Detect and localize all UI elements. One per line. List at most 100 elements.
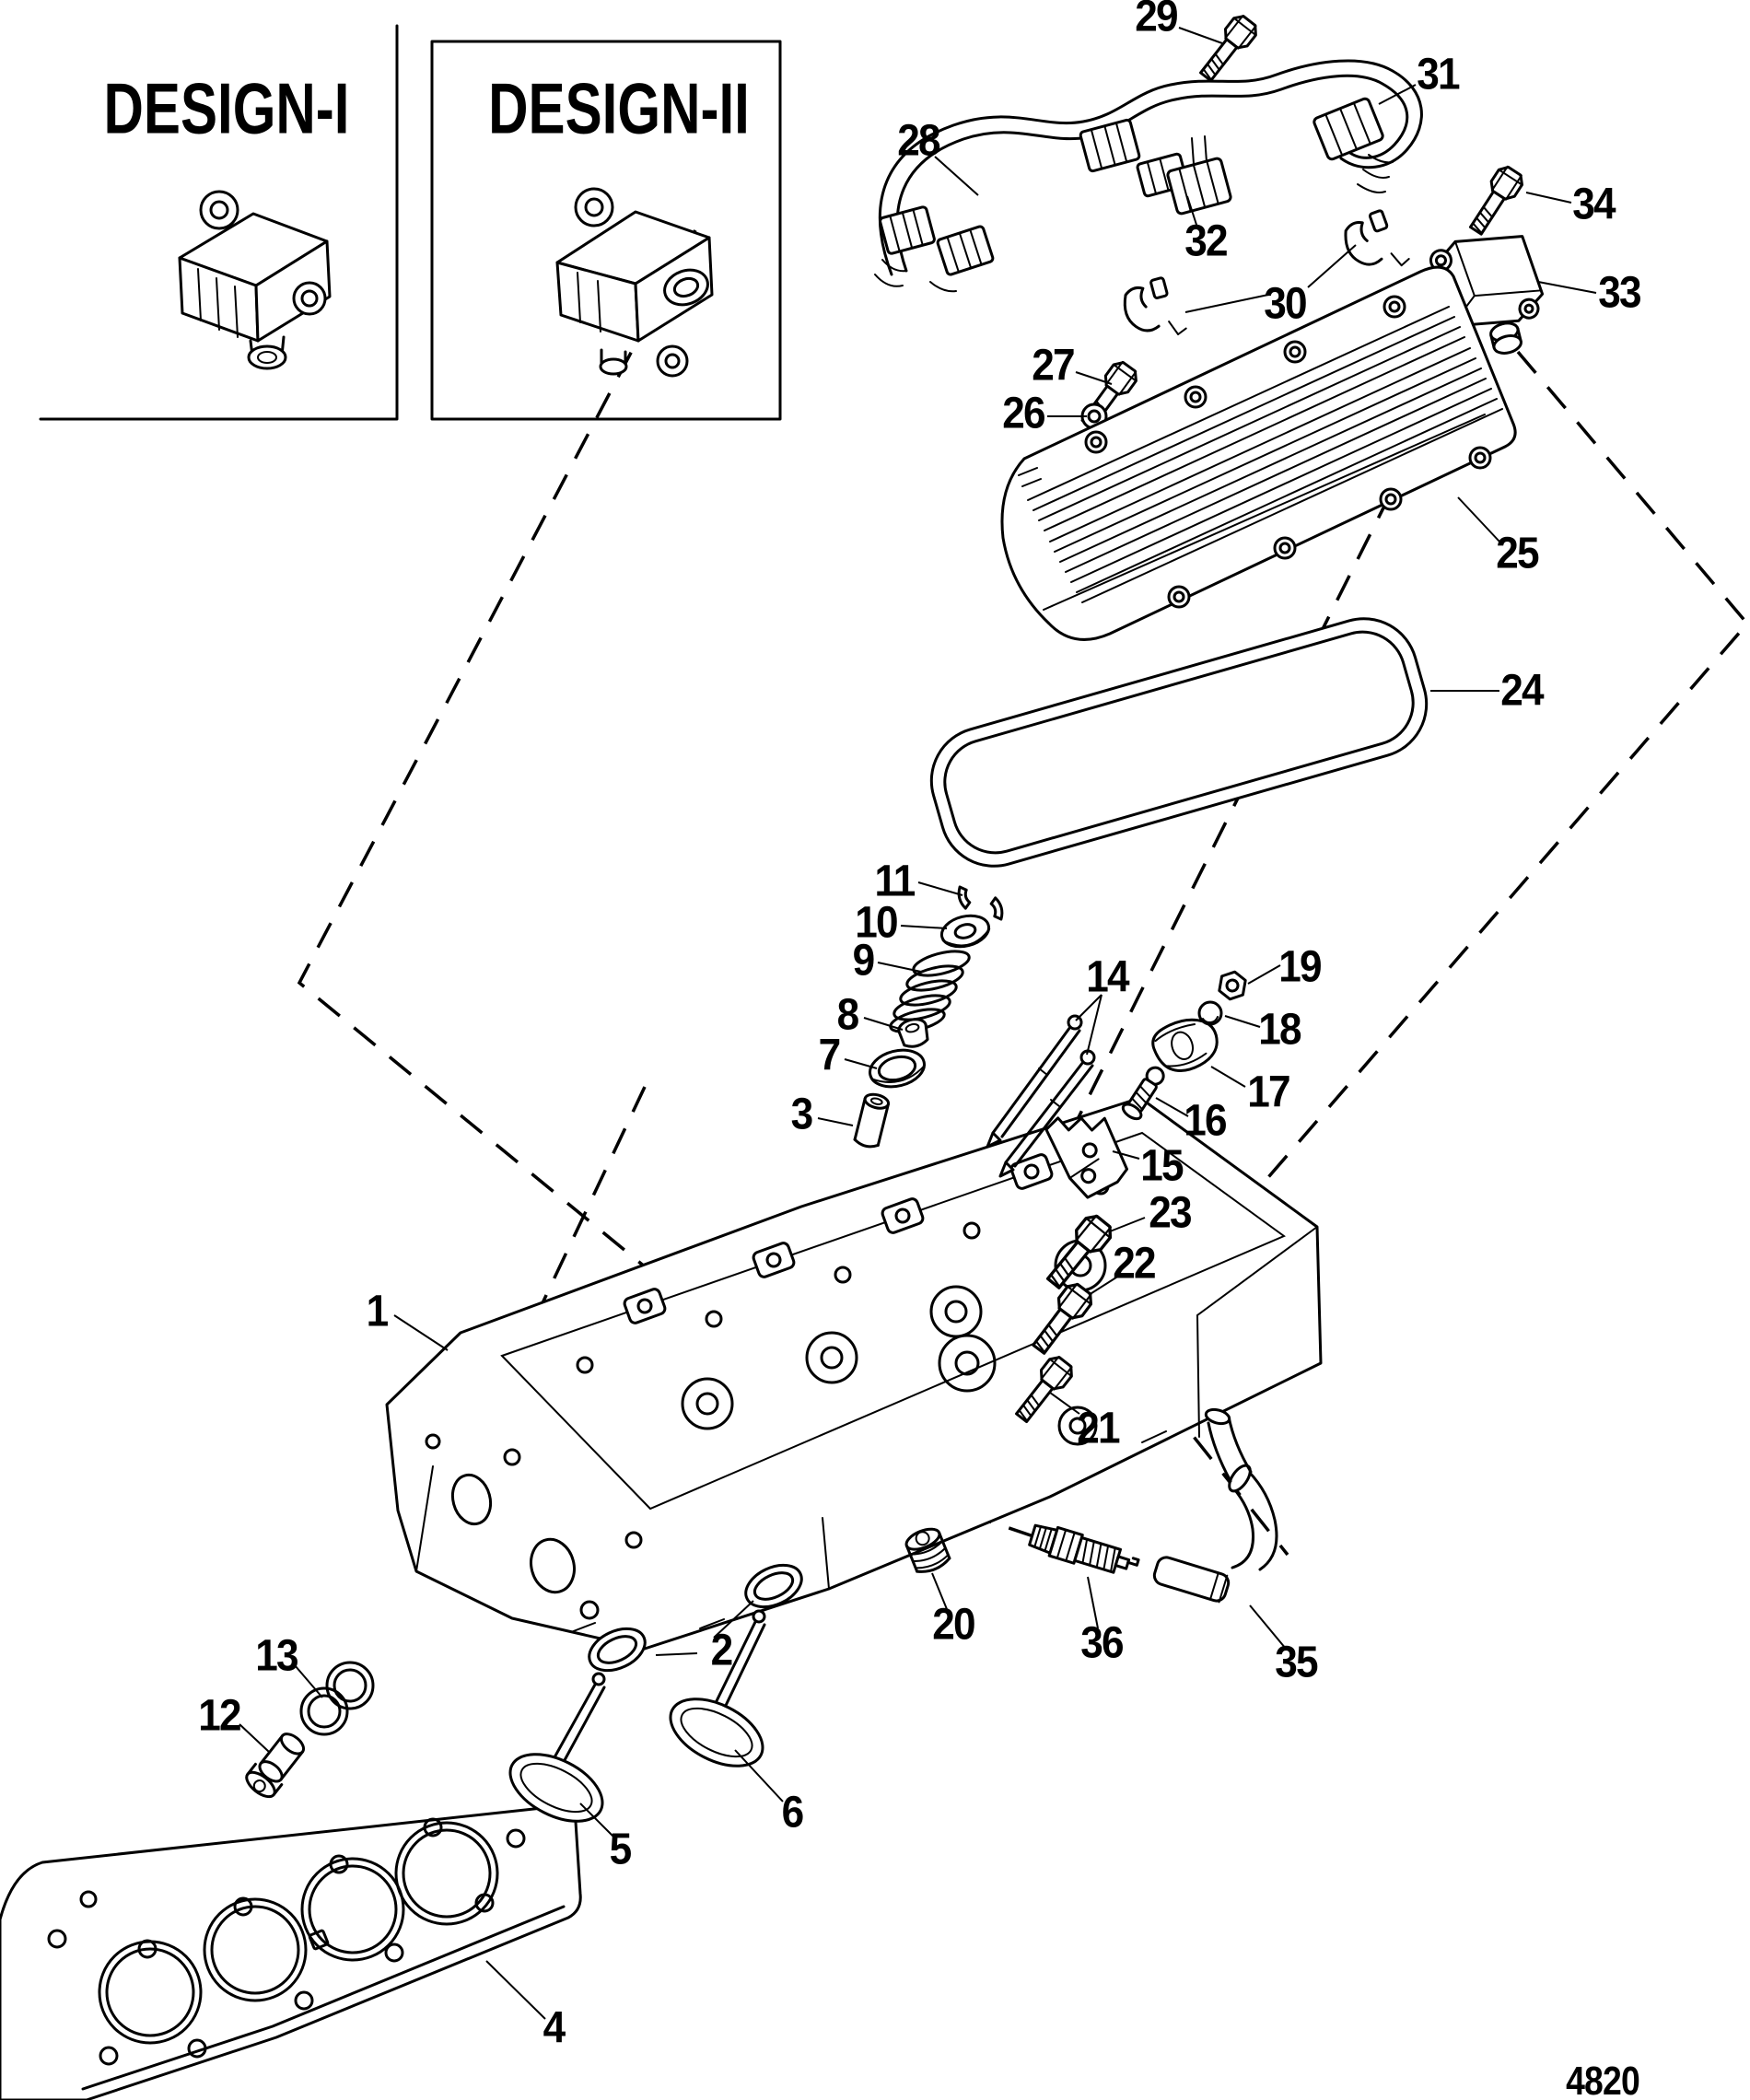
valve-cover-25 [1000,265,1517,641]
bolt-29 [1193,10,1262,88]
wire-retainer-30 [1344,209,1410,267]
leader-line-31 [1378,84,1417,105]
pushrod-guide-plate-15 [1044,1116,1129,1199]
part-callout-4: 4 [542,2003,566,2053]
leader-line-35 [1249,1604,1287,1650]
part-callout-5: 5 [609,1825,633,1874]
plug-boot-35 [1152,1407,1278,1604]
valve-5 [508,1672,606,1823]
part-callout-7: 7 [818,1031,842,1080]
spark-plug-36 [1028,1523,1140,1574]
leader-line-34 [1525,192,1572,204]
leader-line-28 [934,156,979,196]
part-callout-8: 8 [836,990,860,1040]
leader-line-11 [917,881,963,896]
part-callout-16: 16 [1184,1096,1227,1146]
part-callout-3: 3 [790,1090,814,1139]
valve-cover-gasket-24 [929,617,1429,868]
pivot-ball-18 [1197,1000,1223,1026]
leader-line-3 [817,1117,854,1126]
part-callout-26: 26 [1002,389,1045,438]
part-callout-11: 11 [874,857,916,906]
figure-number: 4820 [1566,2059,1640,2100]
pipe-plug-20 [904,1527,951,1573]
part-callout-21: 21 [1077,1404,1120,1453]
valve-seals-2 [588,1563,803,1673]
leader-line-30 [1307,244,1357,288]
leader-line-30 [1184,294,1269,313]
design-1-title: DESIGN-I [103,67,350,149]
part-callout-20: 20 [932,1600,975,1650]
part-callout-9: 9 [852,936,876,986]
part-callout-18: 18 [1258,1005,1301,1055]
design-2-title: DESIGN-II [488,67,750,149]
valve-lifter-3 [853,1092,891,1149]
part-callout-35: 35 [1275,1638,1318,1687]
leader-line-17 [1210,1066,1246,1088]
lash-adjuster-16 [1121,1066,1165,1121]
leader-line-10 [900,925,948,929]
leader-line-5 [579,1802,616,1839]
leader-line-8 [863,1017,904,1031]
part-callout-27: 27 [1032,341,1075,391]
leader-line-29 [1178,27,1223,44]
part-callout-32: 32 [1184,216,1228,266]
leader-line-18 [1224,1015,1261,1028]
part-callout-25: 25 [1496,529,1539,578]
part-callout-17: 17 [1247,1068,1290,1117]
leader-line-19 [1247,964,1281,985]
leader-line-20 [931,1572,950,1615]
design-box-borders [39,24,782,421]
leader-line-1 [393,1314,449,1351]
leader-line-2 [713,1600,754,1639]
leader-line-22 [1088,1275,1120,1296]
leader-line-2 [655,1652,698,1656]
harness-connector [936,225,995,276]
part-callout-29: 29 [1135,0,1178,41]
part-callout-22: 22 [1113,1239,1156,1289]
part-callout-34: 34 [1572,180,1616,229]
wire-retainer-30 [1123,276,1187,336]
design-2-coil-drawing [555,187,714,378]
part-callout-6: 6 [781,1788,805,1838]
bolt-34 [1463,162,1528,239]
part-callout-10: 10 [855,898,898,948]
rocker-arm-17 [1151,1018,1219,1072]
part-callout-30: 30 [1264,279,1307,329]
leader-line-13 [294,1664,323,1698]
valve-rotator-7 [869,1048,927,1089]
design-1-coil-drawing [178,190,332,370]
pushrods-14 [986,1014,1096,1178]
wiring-harness-28 [874,59,1423,293]
coil-connector-31 [1312,97,1394,193]
leader-line-32 [1186,195,1198,228]
valve-spring-9 [889,950,971,1033]
leader-line-15 [1112,1150,1140,1160]
leader-line-4 [485,1960,546,2020]
part-callout-12: 12 [198,1691,241,1741]
leader-line-12 [239,1723,270,1753]
part-callout-33: 33 [1598,268,1641,318]
leader-line-14 [1075,994,1102,1021]
coil-connector-32 [1166,135,1232,216]
valve-6 [669,1609,766,1768]
leader-line-23 [1109,1217,1146,1232]
leader-line-7 [844,1058,878,1069]
part-callout-1: 1 [366,1287,390,1336]
leader-line-27 [1075,371,1113,385]
part-callout-14: 14 [1086,952,1129,1002]
leader-line-6 [734,1749,784,1802]
part-callout-2: 2 [710,1626,734,1675]
part-callout-28: 28 [897,116,940,166]
leader-line-16 [1155,1097,1189,1117]
part-callout-31: 31 [1417,50,1460,99]
dowel-12 [245,1732,306,1799]
spring-retainer-10 [939,914,991,949]
spring-seat-8 [897,1018,929,1048]
seal-gasket-13 [299,1661,375,1736]
harness-connector [1079,118,1141,173]
part-callout-23: 23 [1149,1188,1192,1238]
part-callout-13: 13 [255,1631,298,1681]
